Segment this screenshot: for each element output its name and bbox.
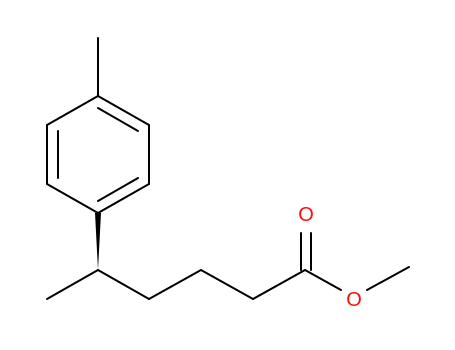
ring-bond-6: [46, 95, 99, 126]
ring-bond-4: [46, 183, 99, 214]
ring-bond-3: [97, 183, 150, 214]
chain-bond-3: [200, 269, 254, 300]
chain-bond-2: [148, 269, 202, 300]
chain-bond-1: [97, 269, 150, 300]
chain-bond-4: [252, 269, 306, 300]
ring-bond-1: [97, 95, 150, 126]
ring-double-bond-inner-2: [97, 177, 139, 202]
carbonyl-oxygen-label: O: [298, 204, 314, 226]
methoxy-bond: [366, 266, 410, 291]
chiral-methyl-bond: [46, 269, 99, 300]
ester-oxygen-label: O: [346, 289, 362, 311]
stereo-wedge-bond: [95, 213, 101, 270]
ring-double-bond-inner-1: [97, 107, 139, 132]
ester-bond: [304, 269, 342, 291]
